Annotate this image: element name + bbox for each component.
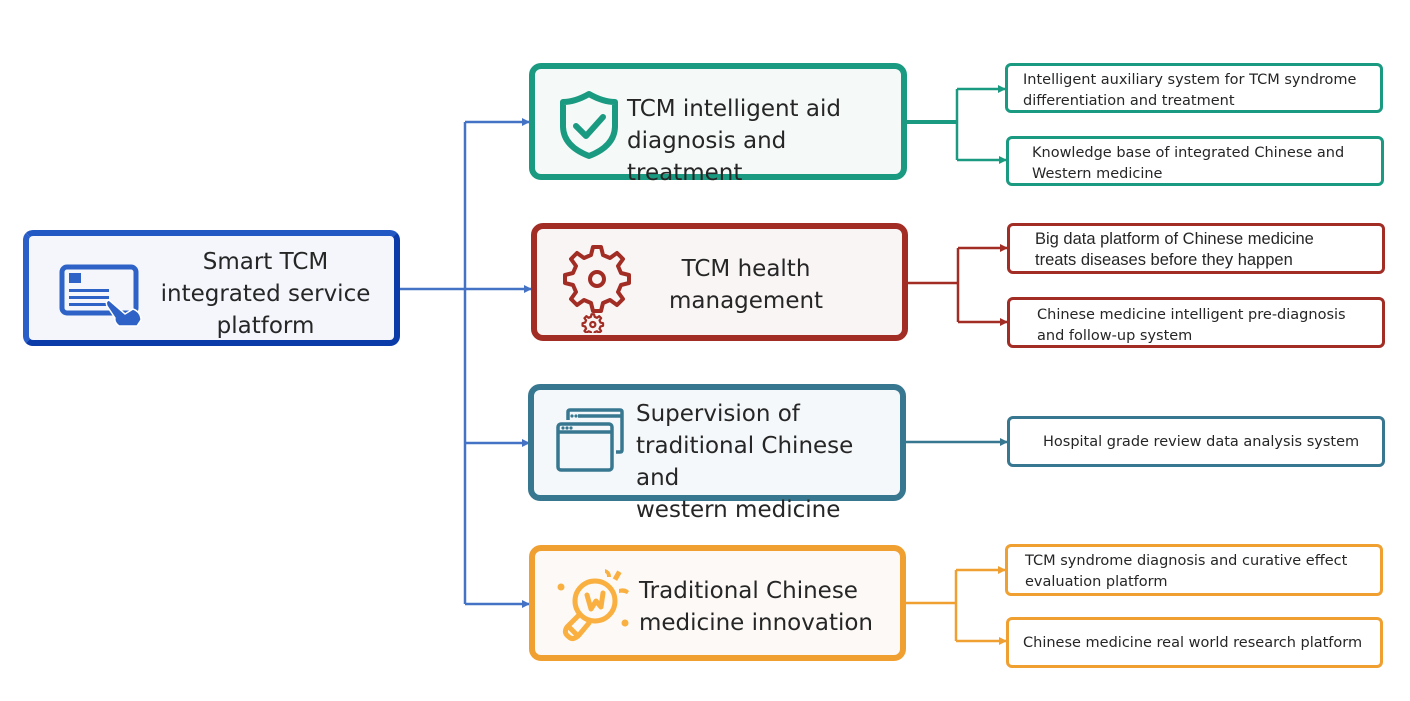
leaf-label: Chinese medicine intelligent pre-diagnos… [1037,305,1346,347]
leaf-label: TCM syndrome diagnosis and curative effe… [1025,551,1347,593]
category-health-label: TCM health management [669,253,823,317]
leaf-supervision-1: Hospital grade review data analysis syst… [1007,416,1385,467]
leaf-innovation-1: TCM syndrome diagnosis and curative effe… [1005,544,1383,596]
leaf-label-line: Big data platform of Chinese medicine [1035,230,1314,248]
leaf-aid-2: Knowledge base of integrated Chinese and… [1006,136,1384,186]
root-connectors [400,118,532,608]
root-label: Smart TCM integrated service platform [147,246,384,342]
browser-windows-icon [556,408,624,472]
category-label-line: management [669,288,824,314]
category-label-line: Traditional Chinese [639,578,858,604]
leaf-label: Intelligent auxiliary system for TCM syn… [1023,70,1356,112]
leaf-label-line: and follow-up system [1037,328,1193,344]
leaf-label-line: Knowledge base of integrated Chinese and [1032,145,1345,161]
root-label-line: Smart TCM [202,249,329,275]
leaf-label-line: Intelligent auxiliary system for TCM syn… [1023,72,1357,88]
leaf-label: Chinese medicine real world research pla… [1023,633,1362,654]
category-aid-node: TCM intelligent aid diagnosis and treatm… [529,63,907,186]
category-label-line: western medicine [636,497,841,523]
leaf-label-line: Hospital grade review data analysis syst… [1043,434,1360,450]
leaf-label: Knowledge base of integrated Chinese and… [1032,143,1344,185]
leaf-aid-1: Intelligent auxiliary system for TCM syn… [1005,63,1383,113]
leaf-label-line: Chinese medicine real world research pla… [1023,635,1363,651]
leaf-label: Hospital grade review data analysis syst… [1043,432,1359,453]
category-supervision-node: Supervision of traditional Chinese and w… [528,384,906,523]
leaf-label-line: Chinese medicine intelligent pre-diagnos… [1037,307,1346,323]
category-label-line: TCM intelligent aid [627,96,841,122]
category-innovation-node: Traditional Chinese medicine innovation [529,545,906,661]
leaf-label-line: Western medicine [1032,166,1163,182]
category-label-line: diagnosis and treatment [627,128,787,186]
root-label-line: platform [216,313,315,339]
innovation-connectors [905,566,1007,645]
leaf-label-line: treats diseases before they happen [1035,251,1293,269]
leaf-label: Big data platform of Chinese medicine tr… [1035,229,1314,271]
lightbulb-icon [557,569,629,642]
leaf-innovation-2: Chinese medicine real world research pla… [1006,617,1383,668]
category-supervision-label: Supervision of traditional Chinese and w… [636,398,900,526]
leaf-health-1: Big data platform of Chinese medicine tr… [1007,223,1385,274]
category-label-line: Supervision of [636,401,800,427]
leaf-label-line: evaluation platform [1025,574,1168,590]
gears-icon [563,245,631,333]
category-health-node: TCM health management [531,223,908,341]
root-label-line: integrated service [160,281,371,307]
aid-connectors [906,85,1007,164]
touchscreen-tablet-icon [59,264,142,327]
category-aid-label: TCM intelligent aid diagnosis and treatm… [627,93,901,189]
category-label-line: medicine innovation [639,610,873,636]
category-label-line: TCM health [681,256,811,282]
shield-check-icon [560,91,618,159]
health-connectors [907,244,1008,326]
category-label-line: traditional Chinese and [636,433,854,491]
leaf-label-line: differentiation and treatment [1023,93,1235,109]
leaf-label-line: TCM syndrome diagnosis and curative effe… [1025,553,1348,569]
leaf-health-2: Chinese medicine intelligent pre-diagnos… [1007,297,1385,348]
category-innovation-label: Traditional Chinese medicine innovation [639,575,873,639]
root-node: Smart TCM integrated service platform [23,230,400,346]
